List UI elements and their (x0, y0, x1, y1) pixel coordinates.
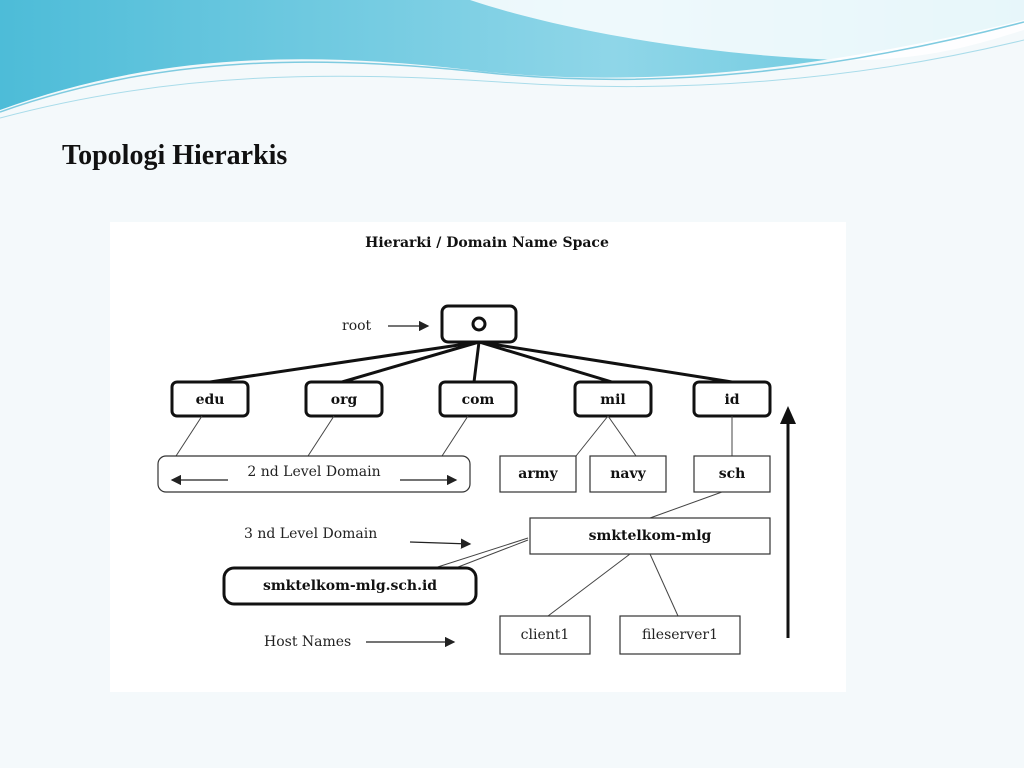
root-node (440, 304, 518, 344)
tld-node-edu: edu (170, 380, 250, 418)
third-level-arrow (409, 538, 472, 549)
svg-text:navy: navy (610, 466, 646, 482)
svg-text:org: org (331, 392, 358, 408)
svg-text:mil: mil (600, 392, 625, 408)
svg-text:sch: sch (719, 466, 746, 482)
tld-node-mil: mil (573, 380, 653, 418)
host-names-label: Host Names (264, 634, 351, 650)
fqdn-bubble: smktelkom-mlg.sch.id (222, 566, 478, 606)
node-client1: client1 (499, 615, 591, 655)
node-sch: sch (693, 455, 771, 493)
diagram-title: Hierarki / Domain Name Space (365, 235, 609, 251)
tld-node-com: com (438, 380, 518, 418)
sch-connector (649, 491, 723, 519)
slide-title: Topologi Hierarkis (62, 140, 288, 171)
svg-text:com: com (462, 392, 495, 408)
dns-hierarchy-diagram: Hierarki / Domain Name Space root edu or… (110, 222, 846, 692)
upward-hierarchy-arrow (780, 406, 796, 638)
root-label: root (342, 318, 372, 334)
svg-text:smktelkom-mlg.sch.id: smktelkom-mlg.sch.id (263, 578, 437, 594)
node-army: army (499, 455, 577, 493)
root-connectors (209, 340, 733, 384)
decorative-header-wave (0, 0, 1024, 119)
second-level-connectors (175, 415, 733, 457)
second-level-label: 2 nd Level Domain (247, 464, 380, 480)
svg-text:client1: client1 (521, 627, 570, 643)
node-fileserver1: fileserver1 (619, 615, 741, 655)
svg-text:edu: edu (196, 392, 225, 408)
svg-text:fileserver1: fileserver1 (642, 627, 718, 643)
host-connectors (547, 553, 679, 617)
svg-text:smktelkom-mlg: smktelkom-mlg (589, 528, 712, 544)
second-level-domain-group: 2 nd Level Domain (157, 455, 471, 493)
third-level-label: 3 nd Level Domain (244, 526, 377, 542)
node-smktelkom-mlg: smktelkom-mlg (529, 517, 771, 555)
svg-text:id: id (724, 392, 739, 408)
node-navy: navy (589, 455, 667, 493)
tld-node-org: org (304, 380, 384, 418)
tld-node-id: id (692, 380, 772, 418)
svg-text:army: army (518, 466, 558, 482)
